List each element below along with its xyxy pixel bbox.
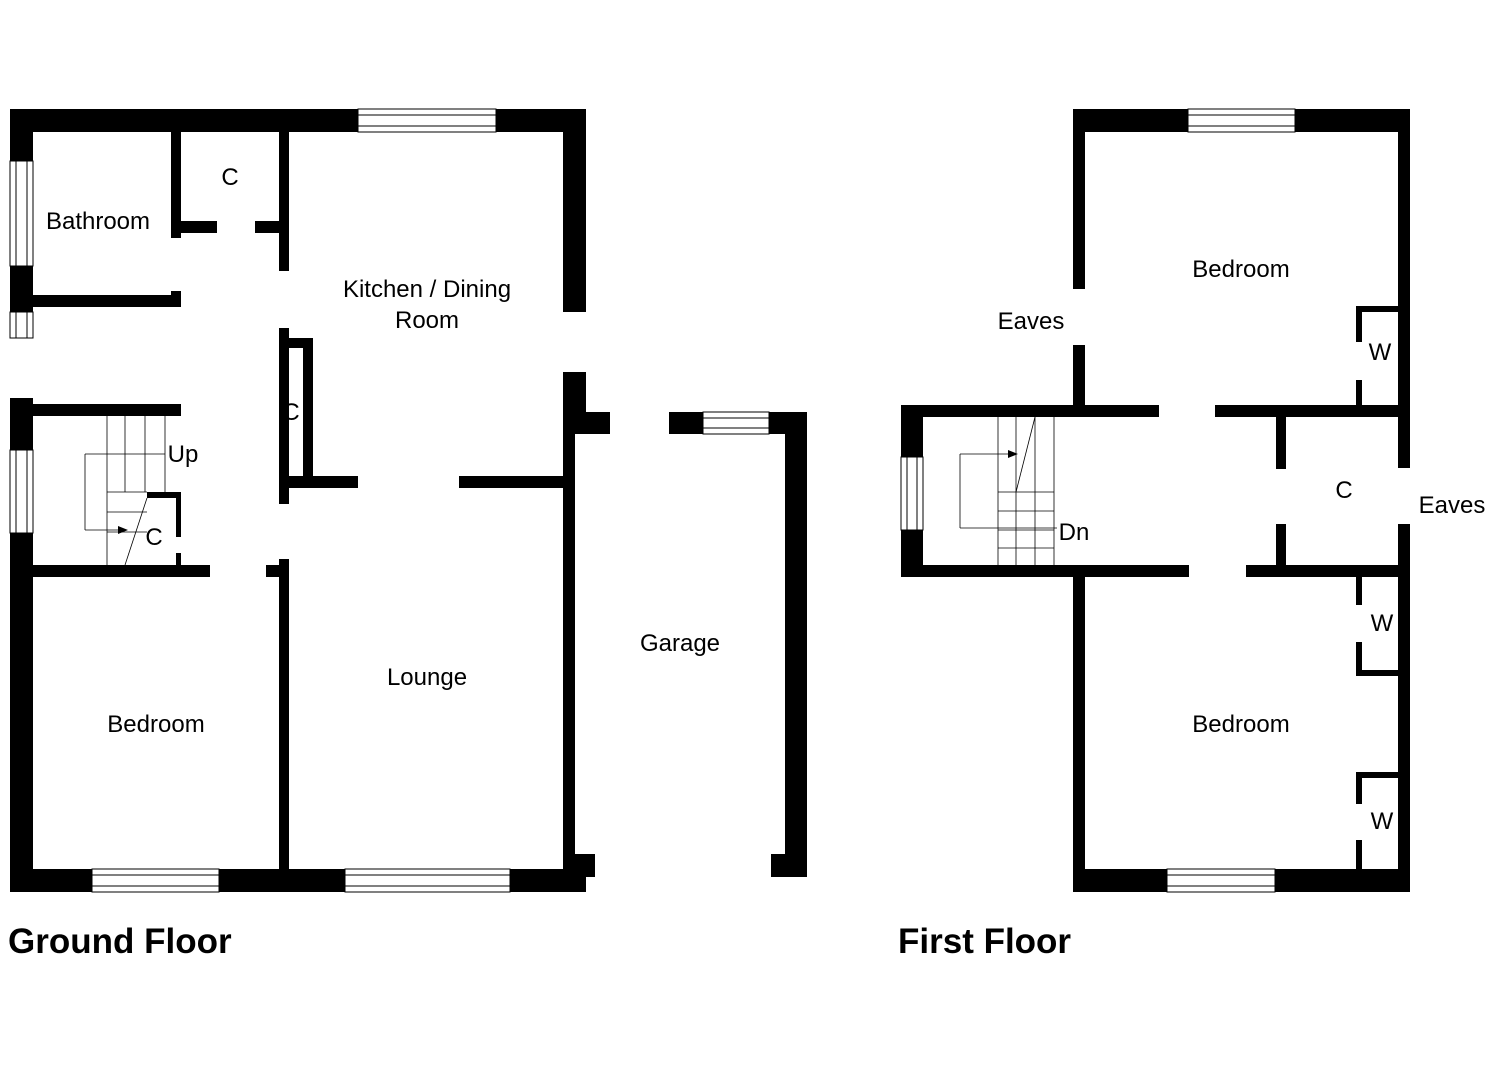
garage-label: Garage [640, 630, 720, 657]
ground-floor-staircase [84, 416, 166, 566]
stairs-up-label: Up [168, 441, 199, 468]
landing-cupboard-label: C [1335, 477, 1352, 504]
stairs-up-arrow-icon [118, 526, 128, 534]
hall-cupboard-label: C [282, 399, 299, 426]
kitchen-window [357, 108, 497, 133]
first-floor-labels: Bedroom Eaves W C Eaves Dn W Bedroom W [998, 256, 1486, 835]
bedroom-label: Bedroom [107, 711, 204, 738]
wardrobe-top-label: W [1369, 339, 1392, 366]
bathroom-label: Bathroom [46, 208, 150, 235]
eaves-left-label: Eaves [998, 308, 1065, 335]
bottom-bedroom-label: Bedroom [1192, 711, 1289, 738]
bottom-bedroom-window [1166, 868, 1276, 893]
small-side-window [9, 311, 34, 339]
cupboard-label: C [221, 164, 238, 191]
kitchen-label-line2: Room [395, 307, 459, 334]
first-floor-windows [900, 108, 1296, 893]
ground-floor-plan: Bathroom C Kitchen / Dining Room C Up C … [8, 108, 807, 961]
kitchen-label-line1: Kitchen / Dining [343, 276, 511, 303]
stairs-down-arrow-icon [1008, 450, 1018, 458]
lounge-label: Lounge [387, 664, 467, 691]
lounge-window [344, 868, 511, 893]
ground-floor-title: Ground Floor [8, 922, 232, 961]
stair-window [9, 449, 34, 534]
ground-floor-windows [9, 108, 770, 893]
bathroom-window [9, 160, 34, 267]
eaves-right-label: Eaves [1419, 492, 1486, 519]
wardrobe-mid-label: W [1371, 610, 1394, 637]
top-bedroom-label: Bedroom [1192, 256, 1289, 283]
landing-window [900, 456, 924, 531]
first-floor-title: First Floor [898, 922, 1071, 961]
wardrobe-bottom-label: W [1371, 808, 1394, 835]
top-bedroom-window [1187, 108, 1296, 133]
stairs-down-label: Dn [1059, 519, 1090, 546]
garage-window [702, 411, 770, 435]
first-floor-staircase [959, 416, 1057, 565]
ground-floor-walls [10, 109, 807, 892]
bedroom-window [91, 868, 220, 893]
first-floor-walls [901, 109, 1410, 892]
stair-cupboard-label: C [145, 524, 162, 551]
first-floor-plan: Bedroom Eaves W C Eaves Dn W Bedroom W F… [898, 108, 1486, 961]
ground-floor-labels: Bathroom C Kitchen / Dining Room C Up C … [46, 164, 720, 738]
